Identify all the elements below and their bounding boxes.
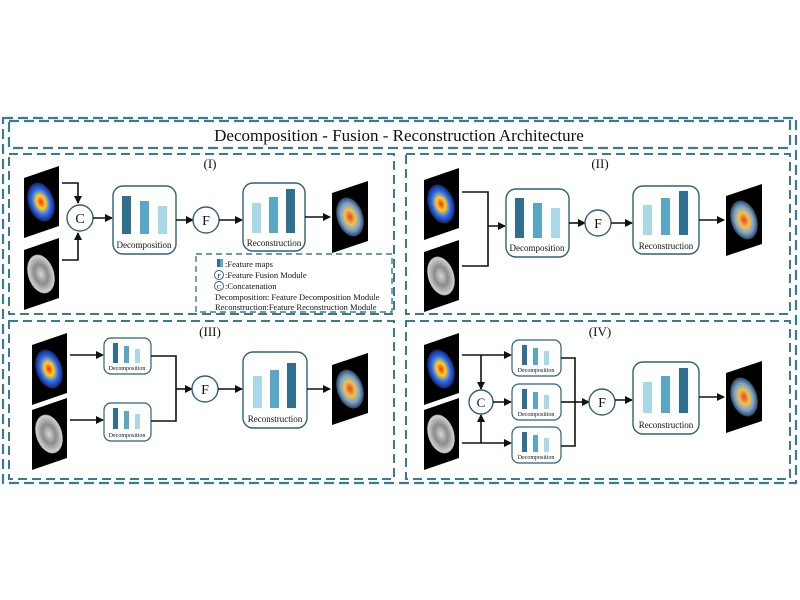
panel-1-border <box>8 153 395 315</box>
legend-fusion-icon <box>214 270 224 280</box>
legend-reconstruction-def: Reconstruction:Feature Reconstruction Mo… <box>215 302 377 312</box>
reconstruction-label: Reconstruction <box>248 414 303 424</box>
panel-2: Decomposition F Reconstruction <box>424 168 762 312</box>
feature-map-bar <box>124 346 129 363</box>
feature-map-bar <box>551 208 560 238</box>
panel-4: C Decomposition Decomposition Decomposit… <box>424 333 762 470</box>
feature-map-bar <box>661 376 670 413</box>
fused-image <box>726 184 762 256</box>
feature-map-bar <box>544 395 549 409</box>
feature-map-bar <box>533 435 538 452</box>
feature-map-bar <box>533 392 538 409</box>
feature-map-bar <box>253 376 262 408</box>
fused-image <box>726 361 762 433</box>
concat-symbol: C <box>477 395 486 410</box>
feature-map-bar <box>287 363 296 408</box>
panel-3-label: (III) <box>199 324 221 339</box>
legend-feature-maps: :Feature maps <box>225 259 273 269</box>
mri-image <box>424 240 459 312</box>
panel-1-label: (I) <box>204 156 217 171</box>
fusion-symbol: F <box>598 396 606 411</box>
panel-4-border <box>405 320 791 480</box>
pet-image <box>24 166 59 238</box>
decomposition-label: Decomposition <box>510 243 565 253</box>
mri-image <box>424 398 459 470</box>
feature-map-bar <box>544 351 549 365</box>
panel-4-label: (IV) <box>589 324 611 339</box>
panel-2-label: (II) <box>591 156 608 171</box>
feature-map-bar <box>522 345 527 365</box>
feature-map-bar <box>643 205 652 235</box>
legend-feature-map-icon <box>217 259 220 267</box>
decomposition-label: Decomposition <box>518 412 555 418</box>
feature-map-bar <box>286 189 295 233</box>
fused-image <box>332 181 368 253</box>
fusion-symbol: F <box>594 217 602 232</box>
legend-decomposition-def: Decomposition: Feature Decomposition Mod… <box>215 292 380 302</box>
feature-map-bar <box>522 389 527 409</box>
panel-3-border <box>8 320 395 480</box>
legend-fusion-module: :Feature Fusion Module <box>225 270 307 280</box>
legend-fusion-symbol: F <box>217 273 221 280</box>
decomposition-label: Decomposition <box>117 240 172 250</box>
outer-frame <box>1 116 798 485</box>
decomposition-label: Decomposition <box>518 455 555 461</box>
feature-map-bar <box>158 206 167 234</box>
feature-map-bar <box>269 197 278 233</box>
feature-map-bar <box>533 203 542 238</box>
concat-symbol: C <box>75 212 84 227</box>
feature-map-bar <box>661 198 670 235</box>
mri-image <box>32 398 67 470</box>
feature-map-bar <box>135 349 140 363</box>
decomposition-label: Decomposition <box>109 366 146 372</box>
title-box <box>7 119 792 150</box>
feature-map-bar <box>270 370 279 408</box>
feature-map-bar <box>113 343 118 363</box>
pet-image <box>32 333 67 405</box>
pet-image <box>424 333 459 405</box>
reconstruction-label: Reconstruction <box>639 420 694 430</box>
reconstruction-label: Reconstruction <box>639 241 694 251</box>
fused-image <box>332 353 368 425</box>
legend-box <box>195 253 393 313</box>
feature-map-bar <box>122 196 131 234</box>
mri-image <box>24 238 59 310</box>
legend: :Feature maps F :Feature Fusion Module C… <box>195 253 393 313</box>
fusion-symbol: F <box>202 214 210 229</box>
feature-map-bar <box>679 191 688 235</box>
feature-map-bar <box>252 203 261 233</box>
feature-map-bar <box>679 368 688 413</box>
fusion-symbol: F <box>201 383 209 398</box>
panel-2-border <box>405 153 791 315</box>
feature-map-bar <box>124 411 129 429</box>
feature-map-bar <box>544 438 549 452</box>
feature-map-bar <box>140 201 149 234</box>
pet-image <box>424 168 459 240</box>
feature-map-bar <box>135 414 140 429</box>
decomposition-label: Decomposition <box>109 433 146 439</box>
legend-concatenation: :Concatenation <box>225 281 277 291</box>
feature-map-bar <box>522 432 527 452</box>
feature-map-bar <box>113 408 118 429</box>
diagram-title: Decomposition - Fusion - Reconstruction … <box>214 126 584 145</box>
feature-map-bar <box>643 382 652 413</box>
feature-map-bar <box>515 198 524 238</box>
panel-1: C Decomposition F Reconstruction <box>24 166 368 310</box>
decomposition-label: Decomposition <box>518 368 555 374</box>
feature-map-bar <box>533 348 538 365</box>
legend-concat-symbol: C <box>217 284 221 291</box>
reconstruction-label: Reconstruction <box>247 238 302 248</box>
panel-3: Decomposition Decomposition F Reconstruc… <box>32 333 368 470</box>
fusion-node <box>588 388 616 416</box>
legend-concat-icon <box>214 281 224 291</box>
